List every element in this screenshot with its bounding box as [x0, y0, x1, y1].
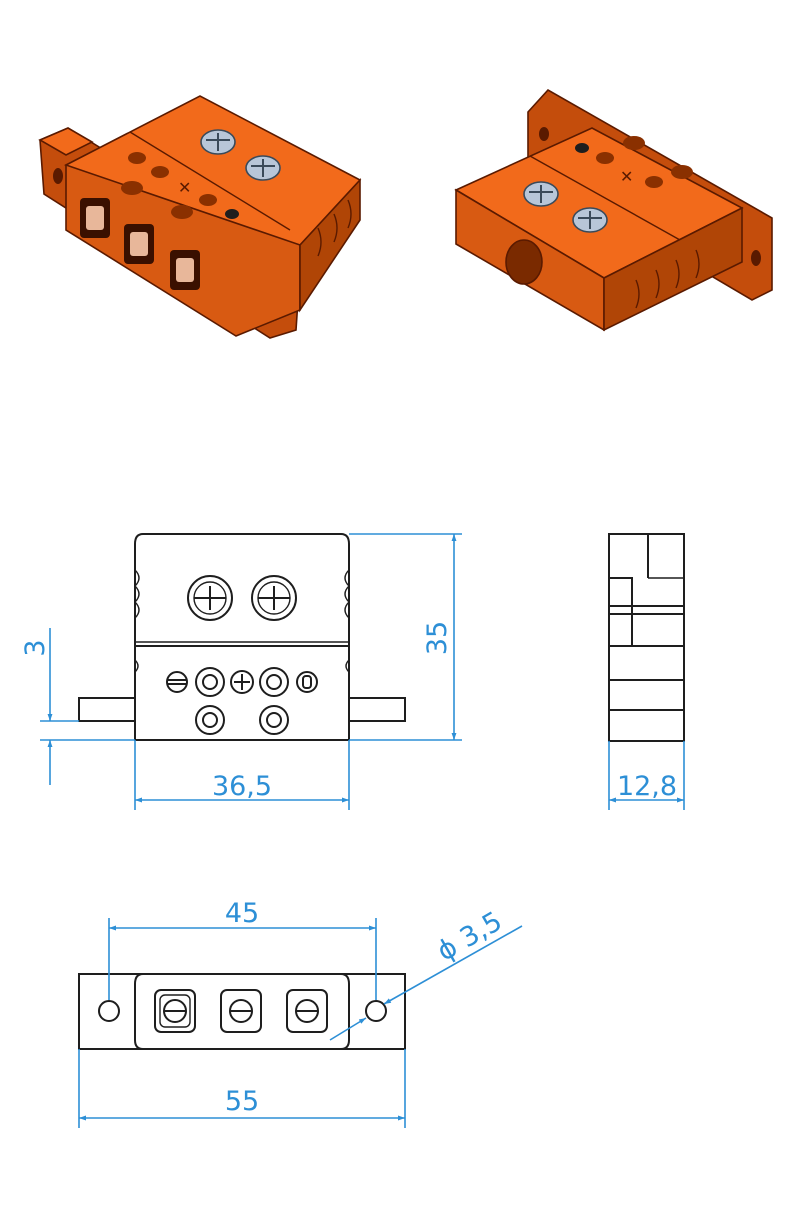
svg-text:✕: ✕	[178, 178, 191, 197]
dim-height: 35	[422, 621, 453, 655]
mounting-hole	[98, 1000, 120, 1022]
screw-icon	[187, 575, 233, 621]
contact-socket	[80, 198, 110, 238]
iso-view-front: ✕	[38, 95, 362, 339]
contact-socket	[154, 989, 196, 1033]
front-elevation	[78, 533, 406, 741]
iso-view-rear: ✕	[454, 88, 773, 332]
mounting-hole	[365, 1000, 387, 1022]
bottom-view	[78, 973, 406, 1050]
dim-depth: 12,8	[617, 771, 677, 802]
screw-icon	[523, 181, 559, 207]
contact-socket	[286, 989, 328, 1033]
screw-icon	[572, 207, 608, 233]
dim-hole-diameter: ϕ 3,5	[432, 906, 508, 968]
screw-icon	[251, 575, 297, 621]
svg-text:✕: ✕	[620, 167, 633, 186]
dimension-lines	[40, 533, 685, 1128]
contact-socket	[220, 989, 262, 1033]
contact-socket	[124, 224, 154, 264]
screw-icon	[245, 155, 281, 181]
screw-icon	[200, 129, 236, 155]
side-elevation	[608, 533, 685, 742]
dim-overall-length: 55	[225, 1086, 259, 1117]
dim-flange-thickness: 3	[20, 639, 51, 656]
dim-body-width: 36,5	[212, 771, 272, 802]
contact-socket	[170, 250, 200, 290]
dim-hole-spacing: 45	[225, 898, 259, 929]
